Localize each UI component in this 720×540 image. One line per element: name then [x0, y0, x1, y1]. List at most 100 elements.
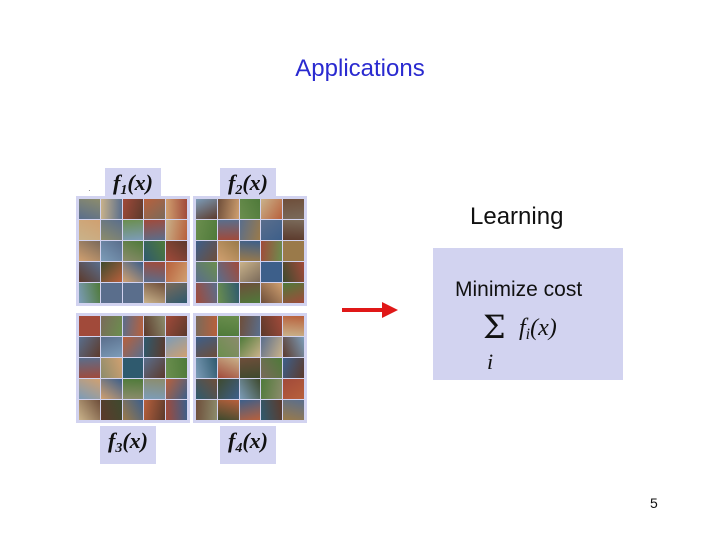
thumbnail-image: [196, 337, 217, 357]
thumbnail-image: [79, 283, 100, 303]
thumbnail-image: [122, 199, 144, 219]
thumbnail-image: [261, 283, 283, 303]
f4-arg: (x): [242, 428, 268, 453]
thumbnail-image: [239, 283, 261, 303]
thumbnail-image: [217, 379, 239, 399]
thumbnail-image: [196, 262, 217, 282]
thumbnail-image: [217, 283, 239, 303]
thumbnail-image: [100, 379, 122, 399]
thumbnail-image: [79, 220, 100, 240]
thumbnail-image: [122, 262, 144, 282]
thumbnail-image: [239, 241, 261, 261]
thumbnail-image: [261, 400, 283, 420]
thumbnail-image: [100, 358, 122, 378]
thumbnail-image: [283, 358, 304, 378]
thumbnail-image: [144, 241, 166, 261]
thumbnail-image: [217, 262, 239, 282]
thumbnail-image: [217, 400, 239, 420]
thumbnail-image: [79, 241, 100, 261]
right-arrow-icon: [342, 302, 398, 318]
thumbnail-image: [166, 400, 187, 420]
thumbnail-image: [144, 220, 166, 240]
image-grid-1: [76, 196, 190, 306]
thumbnail-image: [239, 220, 261, 240]
thumbnail-image: [283, 283, 304, 303]
thumbnail-image: [196, 199, 217, 219]
thumbnail-image: [217, 337, 239, 357]
thumbnail-image: [166, 379, 187, 399]
thumbnail-image: [217, 199, 239, 219]
thumbnail-image: [100, 262, 122, 282]
image-grid-2: [193, 196, 307, 306]
thumbnail-image: [100, 199, 122, 219]
thumbnail-image: [283, 262, 304, 282]
thumbnail-image: [283, 199, 304, 219]
thumbnail-image: [144, 379, 166, 399]
thumbnail-image: [79, 379, 100, 399]
thumbnail-image: [166, 199, 187, 219]
f3-label: f3(x): [100, 426, 156, 464]
thumbnail-image: [100, 400, 122, 420]
thumbnail-image: [166, 316, 187, 336]
thumbnail-image: [283, 400, 304, 420]
slide-title: Applications: [295, 55, 425, 82]
thumbnail-image: [196, 283, 217, 303]
sum-term: fi(x): [519, 315, 557, 344]
thumbnail-image: [283, 220, 304, 240]
thumbnail-image: [166, 262, 187, 282]
f1-sub: 1: [120, 183, 128, 198]
thumbnail-image: [261, 220, 283, 240]
thumbnail-image: [122, 283, 144, 303]
thumbnail-image: [261, 199, 283, 219]
thumbnail-image: [100, 337, 122, 357]
thumbnail-image: [100, 241, 122, 261]
thumbnail-image: [166, 241, 187, 261]
f2-arg: (x): [242, 170, 268, 195]
f3-sub: 3: [115, 441, 123, 456]
learning-heading: Learning: [470, 203, 564, 230]
thumbnail-image: [239, 262, 261, 282]
thumbnail-image: [239, 358, 261, 378]
sigma-symbol: Σ: [483, 308, 506, 346]
thumbnail-image: [144, 337, 166, 357]
f4-label: f4(x): [220, 426, 276, 464]
thumbnail-image: [79, 316, 100, 336]
thumbnail-image: [217, 220, 239, 240]
image-grid-4: [193, 313, 307, 423]
thumbnail-image: [166, 358, 187, 378]
thumbnail-image: [79, 337, 100, 357]
minimize-cost-label: Minimize cost: [455, 278, 583, 301]
thumbnail-image: [79, 199, 100, 219]
f2-name: f: [228, 170, 236, 195]
thumbnail-image: [196, 400, 217, 420]
thumbnail-image: [283, 316, 304, 336]
thumbnail-image: [239, 337, 261, 357]
f4-sub: 4: [235, 441, 243, 456]
thumbnail-image: [283, 379, 304, 399]
cost-panel: [433, 248, 623, 380]
thumbnail-image: [217, 358, 239, 378]
thumbnail-image: [196, 220, 217, 240]
thumbnail-image: [239, 316, 261, 336]
thumbnail-image: [217, 316, 239, 336]
thumbnail-image: [122, 241, 144, 261]
thumbnail-image: [144, 283, 166, 303]
thumbnail-image: [261, 358, 283, 378]
thumbnail-image: [166, 283, 187, 303]
f3-name: f: [108, 428, 116, 453]
thumbnail-image: [144, 316, 166, 336]
thumbnail-image: [261, 241, 283, 261]
sum-term-arg: (x): [530, 315, 557, 341]
thumbnail-image: [283, 241, 304, 261]
thumbnail-image: [122, 220, 144, 240]
thumbnail-image: [196, 358, 217, 378]
thumbnail-image: [166, 220, 187, 240]
thumbnail-image: [261, 379, 283, 399]
thumbnail-image: [144, 262, 166, 282]
thumbnail-image: [196, 316, 217, 336]
thumbnail-image: [261, 262, 283, 282]
thumbnail-image: [79, 358, 100, 378]
f2-sub: 2: [235, 183, 243, 198]
thumbnail-image: [122, 400, 144, 420]
thumbnail-image: [196, 379, 217, 399]
